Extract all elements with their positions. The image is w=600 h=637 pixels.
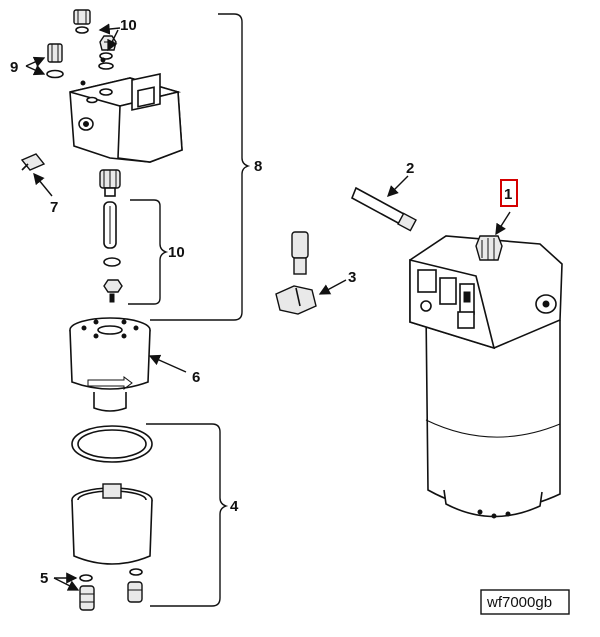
side-plug [20,153,46,171]
callout-2: 2 [406,160,414,177]
bowl-gasket [71,425,153,463]
figure-code: wf7000gb [486,594,552,611]
callout-5: 5 [40,570,48,587]
connector [275,285,317,315]
callout-9: 9 [10,59,18,76]
filter-element [69,317,151,412]
callout-6: 6 [192,369,200,386]
callout-3: 3 [348,269,356,286]
callout-8: 8 [254,158,262,175]
fuel-line [291,183,417,275]
water-separator-bowl [71,483,153,565]
figure-code-box [480,589,570,615]
drain-plugs [79,568,143,611]
callout-7: 7 [50,199,58,216]
callout-4: 4 [230,498,239,515]
bracket-10-mid [128,199,169,305]
check-valve-fitting [99,169,123,303]
callout-1: 1 [504,186,512,203]
top-bleed-plug [73,9,91,34]
filter-head [69,57,183,163]
bracket-8 [150,13,251,321]
callout-10-top: 10 [120,17,137,34]
thumb-screw [98,35,117,70]
bracket-4 [146,423,229,607]
fuel-filter-assembly [409,235,563,519]
callout-1-highlight-box [500,179,518,207]
vent-plug [46,43,64,79]
callout-10-mid: 10 [168,244,185,261]
